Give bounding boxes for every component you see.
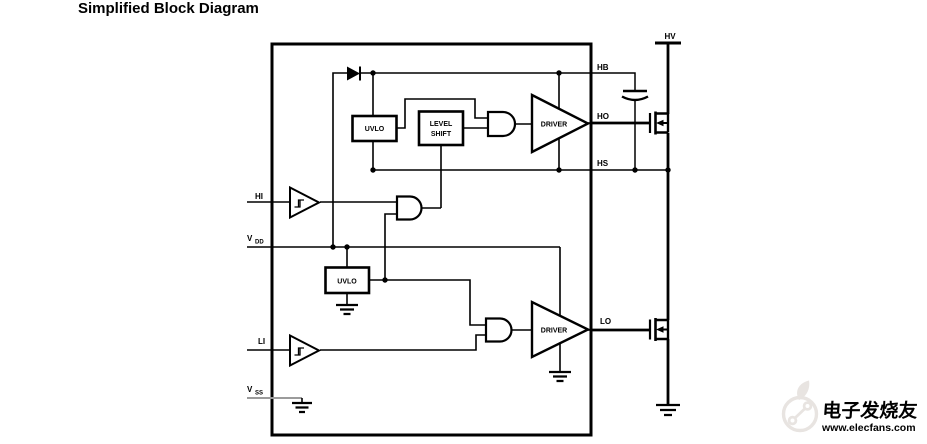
junction-dot xyxy=(370,70,376,76)
diode-anode-triangle xyxy=(347,66,360,81)
wire-uvlo-low-to-and xyxy=(369,279,486,326)
and-gate-high xyxy=(486,110,517,138)
level-shift-box xyxy=(417,110,465,147)
wire-uvlo-high-to-and xyxy=(396,98,488,129)
ground-icon-m2-source xyxy=(656,403,680,417)
low-side-mosfet xyxy=(648,318,670,341)
li-input-buffer xyxy=(289,333,322,368)
pin-label-vss-sub: SS xyxy=(255,391,263,397)
hi-buffer-triangle xyxy=(289,185,322,220)
junction-dots xyxy=(330,70,671,283)
junction-dot xyxy=(632,167,638,173)
driver-high-triangle xyxy=(530,93,591,154)
junction-dot xyxy=(344,244,350,250)
wire-and-mid-in2 xyxy=(384,213,397,280)
cap-bottom-plate xyxy=(621,95,649,102)
driver-low-triangle xyxy=(530,300,591,359)
watermark-trace-icon xyxy=(794,407,806,420)
junction-dot xyxy=(330,244,336,250)
ground-icon-vss xyxy=(292,401,312,414)
pin-label-hs: HS xyxy=(597,159,609,168)
bootstrap-diode xyxy=(347,66,361,81)
li-buffer-triangle xyxy=(289,333,322,368)
and-gate-low xyxy=(484,317,513,343)
junction-dot xyxy=(556,167,562,173)
external-power-wires xyxy=(592,43,670,405)
watermark-brand-text: 电子发烧友 xyxy=(822,399,919,422)
level-shift-label-2: SHIFT xyxy=(431,131,452,138)
wire-vdd xyxy=(247,246,561,372)
m2-arrow xyxy=(656,326,664,333)
and-gate-mid xyxy=(395,195,423,221)
high-side-mosfet xyxy=(648,111,670,135)
junction-dot xyxy=(382,277,388,283)
m1-arrow xyxy=(656,119,664,127)
pin-label-hb: HB xyxy=(597,63,609,72)
driver-high: DRIVER xyxy=(530,93,591,154)
ground-icon-uvlo-low xyxy=(336,303,358,316)
watermark-node-icon xyxy=(787,415,798,426)
pin-label-li: LI xyxy=(258,337,265,346)
watermark-url-text: www.elecfans.com xyxy=(821,422,916,434)
pin-label-lo: LO xyxy=(600,317,611,326)
uvlo-low-label: UVLO xyxy=(337,279,357,286)
uvlo-low-box xyxy=(324,266,371,295)
junction-dot xyxy=(556,70,562,76)
uvlo-high-box xyxy=(351,114,398,143)
internal-wires xyxy=(247,72,591,372)
junction-dot xyxy=(370,167,376,173)
wire-hb-to-cap xyxy=(591,72,636,91)
pin-label-vdd-sub: DD xyxy=(255,240,264,246)
uvlo-high-block: UVLO xyxy=(351,114,398,143)
driver-high-label: DRIVER xyxy=(541,122,567,129)
driver-low: DRIVER xyxy=(530,300,591,359)
watermark-leaf-icon xyxy=(797,380,810,400)
hi-input-buffer xyxy=(289,185,322,220)
ground-icon-driver-low xyxy=(549,370,571,383)
wire-li-buffer-out xyxy=(320,334,486,351)
watermark: 电子发烧友 www.elecfans.com xyxy=(781,380,919,434)
watermark-node-icon xyxy=(802,401,813,411)
pin-labels: HI V DD LI V SS HB HO HS LO xyxy=(247,63,611,397)
junction-dot xyxy=(665,167,671,173)
hv-label: HV xyxy=(664,32,676,41)
pin-label-ho: HO xyxy=(597,112,609,121)
driver-low-label: DRIVER xyxy=(541,328,567,335)
level-shift-label-1: LEVEL xyxy=(430,121,453,128)
pin-label-hi: HI xyxy=(255,192,263,201)
page-title: Simplified Block Diagram xyxy=(78,0,259,17)
uvlo-low-block: UVLO xyxy=(324,266,371,295)
pin-label-vdd: V xyxy=(247,234,253,243)
bootstrap-capacitor xyxy=(621,89,649,102)
level-shift-block: LEVEL SHIFT xyxy=(417,110,465,147)
wire-vdd-to-diode xyxy=(332,72,347,247)
ic-boundary-box xyxy=(270,42,593,437)
hysteresis-icon xyxy=(294,199,304,208)
uvlo-high-label: UVLO xyxy=(365,126,385,133)
external-thin-wires xyxy=(591,72,668,171)
pin-label-vss: V xyxy=(247,385,253,394)
hysteresis-icon xyxy=(294,347,304,356)
hv-supply: HV xyxy=(655,32,681,45)
vss-wire xyxy=(247,397,303,403)
